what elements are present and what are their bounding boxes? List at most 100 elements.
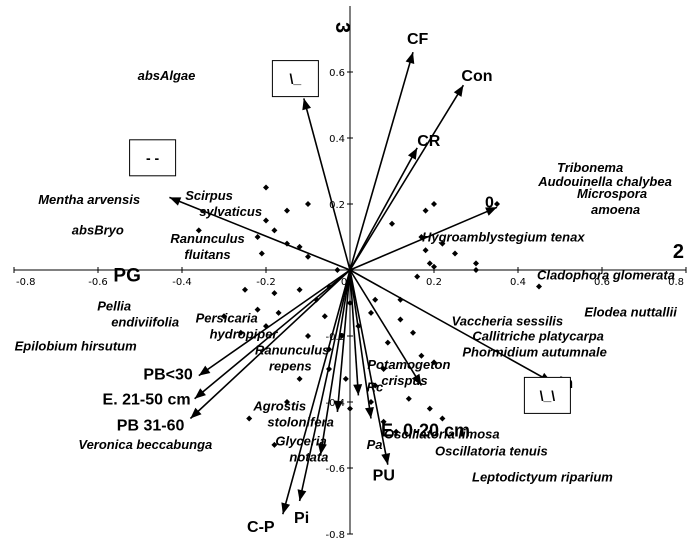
- sample-point: [426, 405, 433, 412]
- x-tick-label: -0.6: [88, 277, 108, 288]
- species-label: Epilobium hirsutum: [15, 339, 137, 354]
- species-label: Vaccheria sessilis: [452, 314, 564, 329]
- x-tick-label: 0: [341, 277, 347, 288]
- vector-line: [169, 196, 351, 271]
- sample-point: [305, 201, 311, 207]
- vector-arrowhead: [281, 502, 291, 515]
- vector-line: [349, 147, 418, 271]
- species-label: Leptodictyum riparium: [472, 469, 613, 484]
- species-label: Callitriche platycarpa: [472, 329, 604, 344]
- sample-point: [431, 263, 437, 270]
- vector-arrowhead: [190, 407, 202, 419]
- vector-label: Pi: [294, 510, 309, 527]
- species-label: Tribonema: [557, 160, 623, 175]
- sample-point: [473, 260, 479, 267]
- sample-point: [405, 395, 412, 402]
- x-tick-label: 0.4: [510, 277, 526, 288]
- sample-point: [452, 250, 458, 257]
- symbol-boxes: \_- -\_\: [129, 60, 571, 414]
- vector-label: 0: [485, 194, 494, 211]
- symbol-box-glyph: \_\: [540, 387, 556, 403]
- y-tick-label: 0.6: [329, 68, 345, 79]
- sample-point: [334, 267, 341, 273]
- sample-point: [296, 375, 303, 382]
- sample-point: [397, 316, 404, 323]
- vector-label: E. 0-20 cm: [381, 421, 470, 441]
- vector-line: [349, 206, 498, 271]
- sample-point: [372, 382, 379, 389]
- vector-line: [319, 269, 351, 455]
- sample-point: [347, 405, 353, 412]
- sample-point: [380, 366, 387, 372]
- y-tick-label: -0.8: [325, 530, 345, 541]
- sample-point: [246, 415, 253, 422]
- species-label: Rc: [367, 380, 384, 395]
- species-label: Elodea nuttallii: [584, 304, 677, 319]
- vector-line: [349, 51, 414, 271]
- y-axis-label: 3: [331, 22, 353, 33]
- vector-line: [349, 84, 465, 271]
- species-label: Pa: [367, 437, 383, 452]
- vector-arrowhead: [485, 207, 497, 216]
- sample-point: [380, 418, 387, 425]
- sample-point: [254, 234, 261, 240]
- tick-labels: -0.8-0.6-0.4-0.200.20.40.60.8-0.8-0.6-0.…: [13, 68, 687, 541]
- symbol-box: [271, 60, 319, 98]
- vector-label: PB 31-60: [117, 418, 185, 435]
- x-tick-label: -0.2: [256, 277, 276, 288]
- vector-line: [189, 269, 351, 420]
- symbol-box: [129, 139, 177, 177]
- vector-arrowhead: [381, 453, 391, 465]
- vector-line: [349, 269, 423, 386]
- vector-line: [349, 269, 360, 396]
- sample-point: [305, 253, 311, 260]
- vector-line: [282, 269, 351, 515]
- vector-label: CF: [407, 31, 429, 48]
- vector-arrowhead: [407, 147, 418, 160]
- species-label: Cladophora glomerata: [537, 267, 675, 282]
- sample-point: [384, 339, 391, 346]
- sample-point: [263, 184, 269, 191]
- sample-point: [536, 283, 542, 290]
- sample-point: [431, 201, 437, 207]
- vector-line: [303, 98, 351, 271]
- vector-line: [349, 269, 389, 465]
- vector-arrowhead: [353, 384, 363, 396]
- sample-point: [271, 227, 278, 234]
- sample-point: [439, 415, 446, 422]
- vector-arrowhead: [453, 85, 464, 97]
- sample-point: [422, 247, 429, 254]
- sample-point: [389, 220, 395, 227]
- species-label: Hygroamblystegium tenax: [422, 229, 585, 244]
- sample-point: [368, 309, 374, 316]
- sample-point: [410, 329, 416, 336]
- sample-point: [284, 207, 290, 214]
- vector-label: PG: [113, 265, 140, 286]
- sample-point: [284, 399, 290, 405]
- species-label: Audouinella chalybea: [537, 174, 672, 189]
- sample-point: [296, 286, 303, 293]
- vector-arrowhead: [302, 98, 312, 111]
- sample-point: [271, 290, 278, 297]
- sample-point: [422, 207, 429, 214]
- sample-point: [242, 286, 248, 293]
- species-label: Oscillatoria limosa: [384, 426, 500, 441]
- x-tick-label: -0.4: [172, 277, 192, 288]
- species-label: Mentha arvensis: [38, 192, 140, 207]
- sample-point: [305, 333, 311, 339]
- sample-point: [414, 273, 421, 280]
- x-axis-label: 2: [673, 241, 684, 263]
- sample-point: [195, 227, 202, 234]
- sample-point: [418, 352, 425, 359]
- species-label: absBryo: [72, 222, 124, 237]
- sample-point: [221, 313, 227, 320]
- species-label: Phormidium autumnale: [462, 345, 606, 360]
